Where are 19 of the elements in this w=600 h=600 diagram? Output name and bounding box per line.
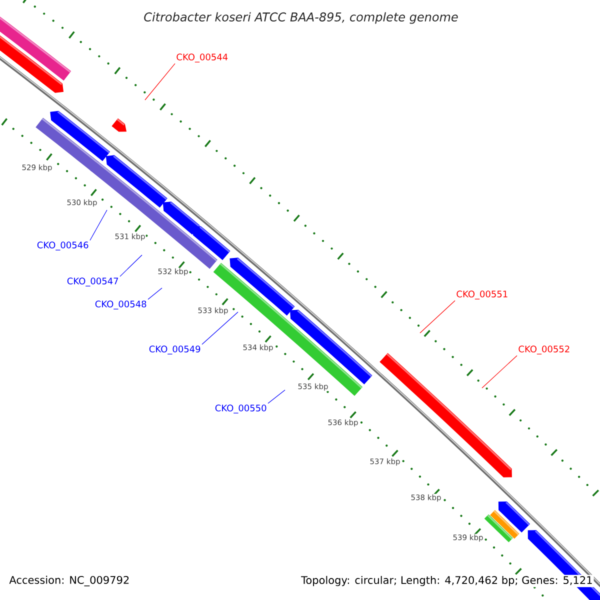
leader-line	[90, 210, 108, 241]
leader-line	[148, 288, 162, 300]
leader-line	[144, 63, 176, 100]
gene-label: CKO_00548	[95, 300, 146, 310]
footer-text: Accession: NC_009792	[8, 574, 131, 588]
leader-line	[120, 254, 142, 277]
gene-label: CKO_00544	[176, 54, 228, 62]
leader-line	[202, 312, 238, 345]
leader-line	[268, 390, 286, 404]
gene-label: CKO_00547	[67, 278, 118, 286]
map-title: Citrobacter koseri ATCC BAA-895, complete genome	[144, 12, 458, 24]
leader-line	[420, 300, 456, 334]
gene-label: CKO_00552	[518, 346, 570, 354]
gene-label: CKO_00551	[456, 290, 508, 300]
leader-line	[482, 355, 518, 388]
gene-label: CKO_00550	[215, 404, 266, 414]
gene-label: CKO_00546	[37, 242, 88, 250]
footer-text: Topology: circular; Length: 4,720,462 bp; Genes: 5,121	[300, 574, 594, 588]
gene-label: CKO_00549	[149, 346, 200, 354]
